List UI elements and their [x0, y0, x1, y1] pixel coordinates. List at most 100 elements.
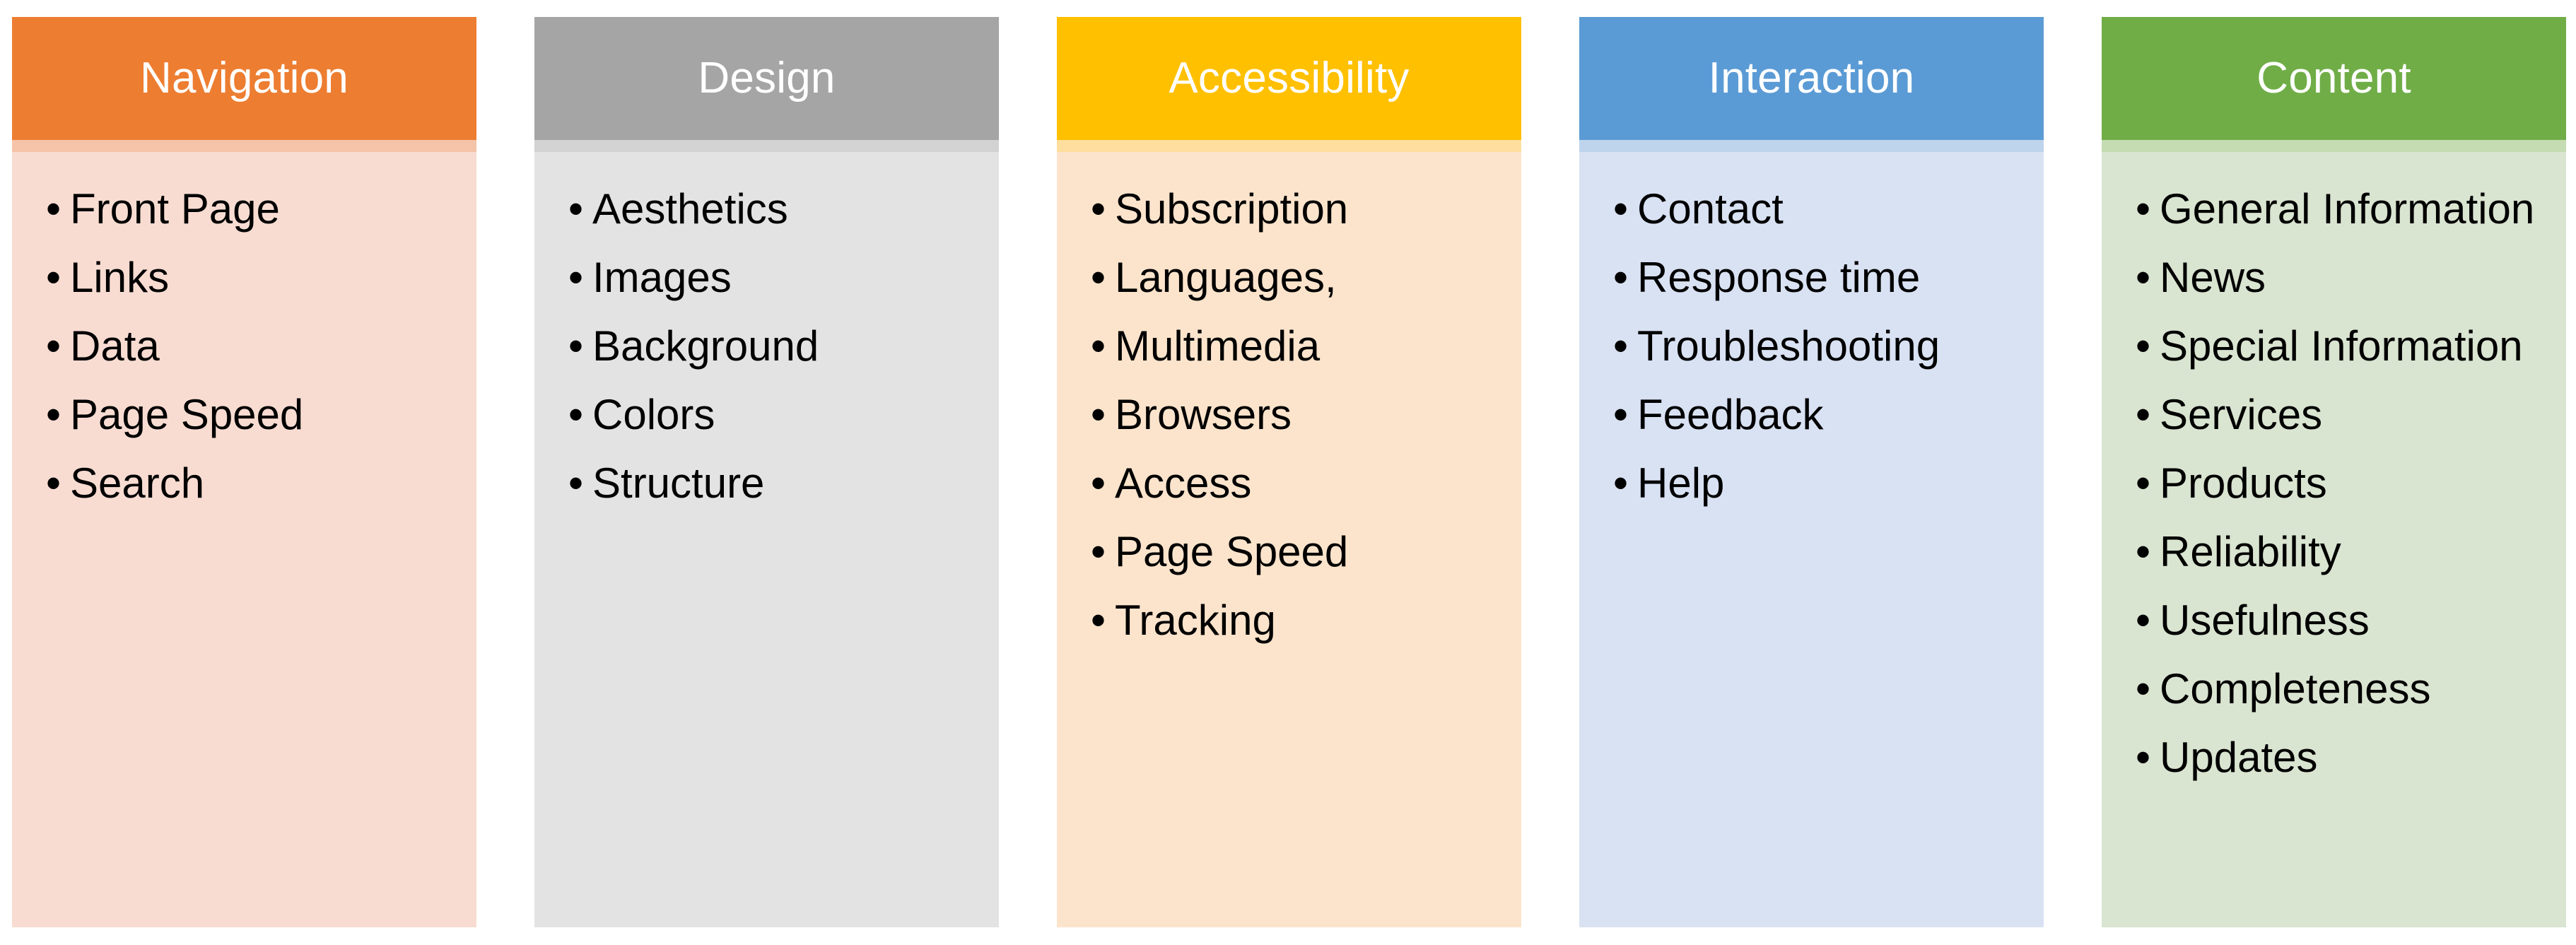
- bullet-point-icon: •: [46, 185, 62, 233]
- bullet-list-design: •Aesthetics•Images•Background•Colors•Str…: [568, 175, 980, 517]
- bullet-point-icon: •: [1091, 254, 1106, 301]
- list-item-label: Usefulness: [2160, 597, 2370, 644]
- category-column-accessibility: Accessibility•Subscription•Languages,•Mu…: [1057, 17, 1521, 927]
- bullet-point-icon: •: [46, 391, 62, 438]
- bullet-point-icon: •: [46, 254, 62, 301]
- bullet-point-icon: •: [1613, 459, 1629, 507]
- list-item-label: Contact: [1637, 185, 1784, 233]
- bullet-point-icon: •: [568, 254, 584, 301]
- list-item-label: Structure: [592, 459, 765, 507]
- list-item: •Page Speed: [46, 380, 458, 449]
- bullet-point-icon: •: [2136, 734, 2151, 781]
- list-item-label: General Information: [2160, 185, 2535, 233]
- list-item-label: Page Speed: [1115, 528, 1349, 575]
- list-item: •Help: [1613, 449, 2025, 517]
- bullet-point-icon: •: [1091, 528, 1106, 575]
- list-item-label: Languages,: [1115, 254, 1337, 301]
- list-item: •Access: [1091, 449, 1503, 517]
- list-item-label: Subscription: [1115, 185, 1349, 233]
- list-item: •Troubleshooting: [1613, 312, 2025, 380]
- list-item-label: Images: [592, 254, 732, 301]
- list-item-label: Feedback: [1637, 391, 1824, 438]
- category-title-accessibility: Accessibility: [1169, 54, 1410, 103]
- category-body-accessibility: •Subscription•Languages,•Multimedia•Brow…: [1057, 152, 1521, 927]
- list-item-label: Access: [1115, 459, 1252, 507]
- list-item-label: Updates: [2160, 734, 2318, 781]
- bullet-point-icon: •: [2136, 528, 2151, 575]
- list-item: •Data: [46, 312, 458, 380]
- list-item-label: Links: [70, 254, 170, 301]
- list-item: •Aesthetics: [568, 175, 980, 243]
- bullet-list-content: •General Information•News•Special Inform…: [2136, 175, 2548, 792]
- category-title-interaction: Interaction: [1708, 54, 1915, 103]
- list-item-label: Special Information: [2160, 322, 2523, 370]
- list-item: •Updates: [2136, 723, 2548, 792]
- list-item-label: Front Page: [70, 185, 280, 233]
- category-title-navigation: Navigation: [140, 54, 349, 103]
- bullet-point-icon: •: [2136, 391, 2151, 438]
- list-item-label: Help: [1637, 459, 1725, 507]
- bullet-point-icon: •: [46, 459, 62, 507]
- list-item: •Completeness: [2136, 655, 2548, 723]
- list-item: •News: [2136, 243, 2548, 312]
- list-item-label: Services: [2160, 391, 2323, 438]
- category-divider-accessibility: [1057, 140, 1521, 152]
- list-item: •Languages,: [1091, 243, 1503, 312]
- list-item: •Page Speed: [1091, 517, 1503, 586]
- category-divider-interaction: [1579, 140, 2044, 152]
- bullet-point-icon: •: [1091, 185, 1106, 233]
- list-item: •Usefulness: [2136, 586, 2548, 655]
- list-item: •Reliability: [2136, 517, 2548, 586]
- list-item: •Front Page: [46, 175, 458, 243]
- list-item-label: Background: [592, 322, 819, 370]
- list-item-label: Page Speed: [70, 391, 304, 438]
- category-header-content: Content: [2102, 17, 2566, 140]
- category-title-content: Content: [2256, 54, 2411, 103]
- list-item-label: Reliability: [2160, 528, 2341, 575]
- category-divider-content: [2102, 140, 2566, 152]
- list-item-label: Browsers: [1115, 391, 1292, 438]
- bullet-point-icon: •: [1091, 391, 1106, 438]
- list-item: •Response time: [1613, 243, 2025, 312]
- list-item: •Multimedia: [1091, 312, 1503, 380]
- bullet-point-icon: •: [1091, 322, 1106, 370]
- bullet-point-icon: •: [2136, 322, 2151, 370]
- list-item-label: Products: [2160, 459, 2327, 507]
- category-body-navigation: •Front Page•Links•Data•Page Speed•Search: [12, 152, 476, 927]
- category-divider-design: [534, 140, 999, 152]
- list-item: •Browsers: [1091, 380, 1503, 449]
- list-item: •Images: [568, 243, 980, 312]
- bullet-point-icon: •: [2136, 254, 2151, 301]
- list-item-label: Tracking: [1115, 597, 1276, 644]
- list-item: •Subscription: [1091, 175, 1503, 243]
- category-title-design: Design: [698, 54, 836, 103]
- list-item-label: Completeness: [2160, 665, 2431, 712]
- list-item: •Feedback: [1613, 380, 2025, 449]
- list-item-label: Response time: [1637, 254, 1921, 301]
- category-divider-navigation: [12, 140, 476, 152]
- list-item: •General Information: [2136, 175, 2548, 243]
- bullet-point-icon: •: [1613, 185, 1629, 233]
- list-item: •Contact: [1613, 175, 2025, 243]
- bullet-point-icon: •: [1091, 597, 1106, 644]
- list-item-label: Multimedia: [1115, 322, 1321, 370]
- bullet-point-icon: •: [1613, 254, 1629, 301]
- category-header-navigation: Navigation: [12, 17, 476, 140]
- bullet-point-icon: •: [2136, 459, 2151, 507]
- list-item: •Special Information: [2136, 312, 2548, 380]
- category-header-accessibility: Accessibility: [1057, 17, 1521, 140]
- bullet-point-icon: •: [2136, 597, 2151, 644]
- list-item-label: Aesthetics: [592, 185, 788, 233]
- category-body-design: •Aesthetics•Images•Background•Colors•Str…: [534, 152, 999, 927]
- bullet-point-icon: •: [568, 322, 584, 370]
- list-item: •Services: [2136, 380, 2548, 449]
- bullet-point-icon: •: [1613, 322, 1629, 370]
- category-body-interaction: •Contact•Response time•Troubleshooting•F…: [1579, 152, 2044, 927]
- list-item: •Background: [568, 312, 980, 380]
- list-item-label: Troubleshooting: [1637, 322, 1940, 370]
- list-item-label: Data: [70, 322, 160, 370]
- category-column-navigation: Navigation•Front Page•Links•Data•Page Sp…: [12, 17, 476, 927]
- bullet-point-icon: •: [46, 322, 62, 370]
- category-body-content: •General Information•News•Special Inform…: [2102, 152, 2566, 927]
